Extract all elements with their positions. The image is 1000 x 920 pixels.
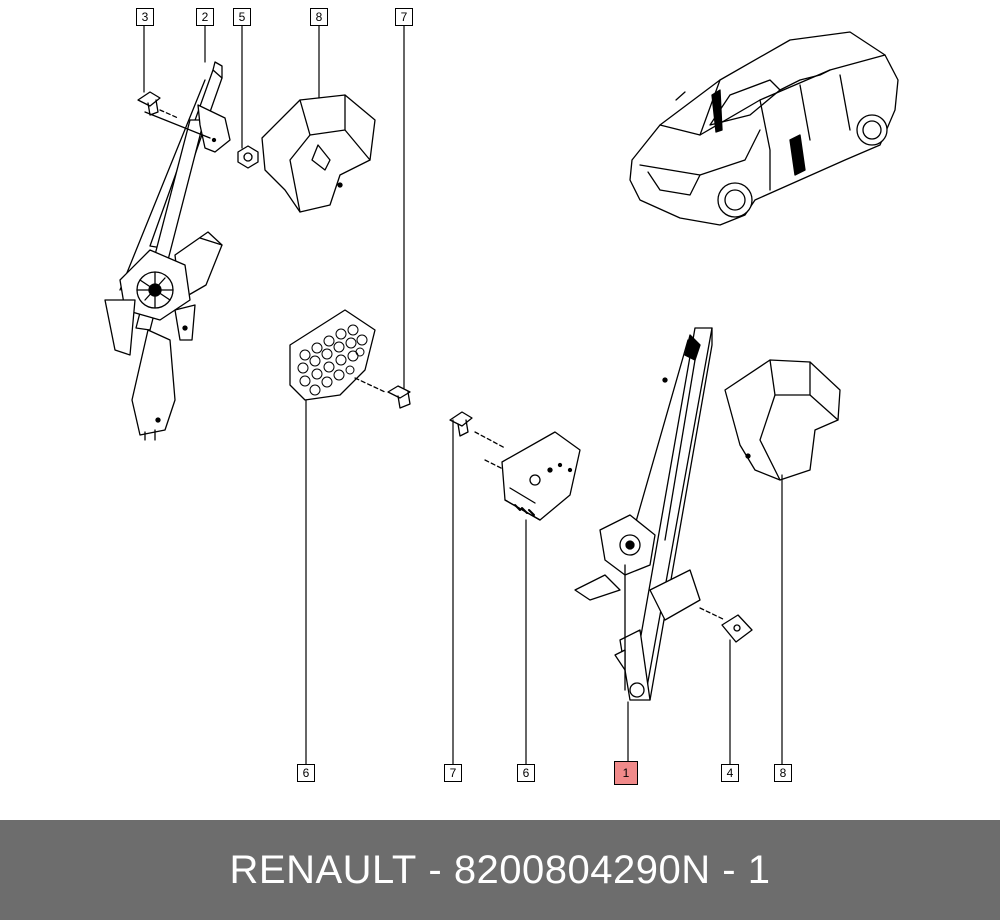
callout-8-bottom: 8: [774, 764, 792, 782]
callout-5: 5: [233, 8, 251, 26]
sound-pad-left: [289, 309, 376, 401]
screw-part-3: [137, 91, 179, 119]
screw-part-7-mid: [449, 411, 506, 471]
clip-part-4: [699, 607, 753, 643]
left-window-regulator: [104, 61, 231, 441]
nut-part-5: [237, 145, 259, 169]
callout-4: 4: [721, 764, 739, 782]
footer-caption: RENAULT - 8200804290 N - 1: [229, 847, 771, 892]
callout-7-bottom: 7: [444, 764, 462, 782]
footer-part-number: 8200804290: [453, 847, 682, 892]
callout-6-mid: 6: [517, 764, 535, 782]
motor-cover-bottom: [724, 359, 841, 481]
motor-cover-top: [261, 94, 376, 213]
callout-7-top: 7: [395, 8, 413, 26]
sound-pad-mid: [501, 431, 581, 521]
car-illustration: [629, 31, 899, 226]
right-window-regulator-part-1: [574, 327, 713, 701]
callout-3: 3: [136, 8, 154, 26]
screw-part-7-top: [354, 377, 411, 409]
footer-position: N - 1: [681, 847, 771, 892]
footer-banner: RENAULT - 8200804290 N - 1: [0, 820, 1000, 920]
callout-1-highlighted: 1: [614, 761, 638, 785]
leader-lines: [143, 23, 783, 765]
footer-brand: RENAULT: [229, 847, 417, 892]
callout-2: 2: [196, 8, 214, 26]
callout-8-top: 8: [310, 8, 328, 26]
callout-6-left: 6: [297, 764, 315, 782]
parts-diagram: [104, 23, 899, 765]
